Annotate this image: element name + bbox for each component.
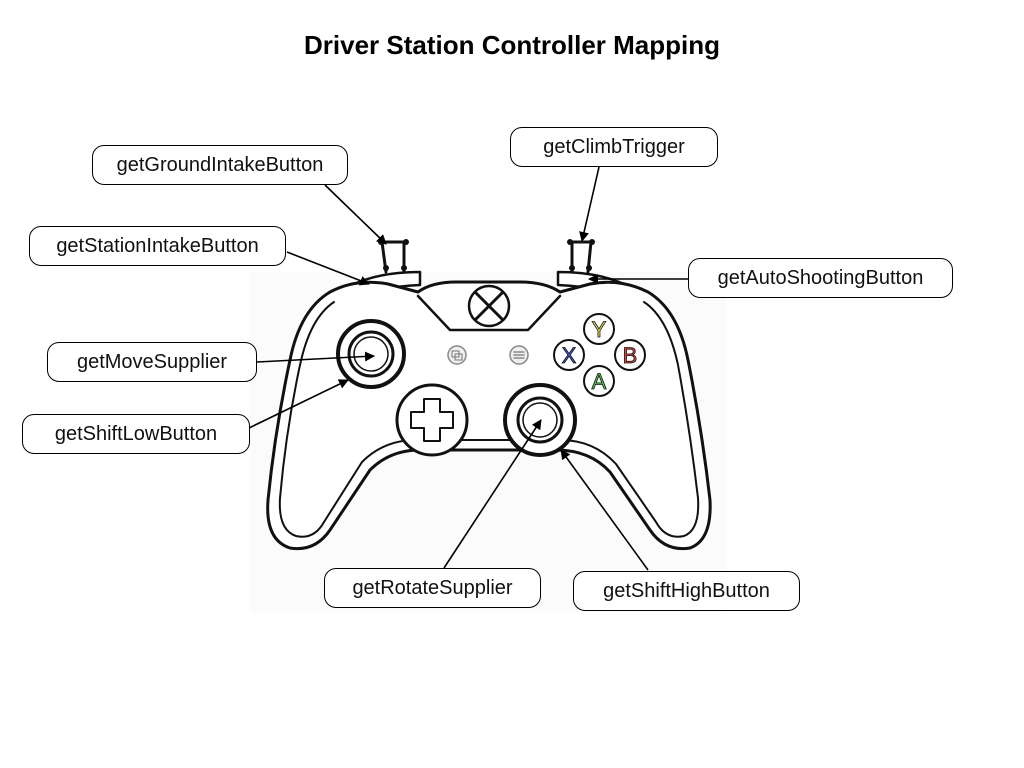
- arrow-climb-trigger: [579, 166, 600, 242]
- label-auto-shooting: getAutoShootingButton: [688, 258, 953, 298]
- face-buttons: Y X B A: [553, 313, 646, 397]
- d-pad: [395, 383, 469, 457]
- left-thumbstick: [336, 319, 406, 389]
- x-button: X: [553, 339, 585, 371]
- label-shift-low: getShiftLowButton: [22, 414, 250, 454]
- label-rotate-supplier: getRotateSupplier: [324, 568, 541, 608]
- arrow-shift-low: [248, 379, 349, 429]
- diagram-title: Driver Station Controller Mapping: [303, 30, 721, 60]
- x-button-letter: X: [562, 343, 577, 368]
- a-button: A: [583, 365, 615, 397]
- y-button: Y: [583, 313, 615, 345]
- menu-button: [509, 345, 529, 365]
- arrow-shift-high: [560, 449, 649, 571]
- right-thumbstick: [503, 383, 577, 457]
- arrow-ground-intake: [324, 184, 387, 245]
- b-button-letter: B: [623, 343, 638, 368]
- guide-button: [467, 284, 511, 328]
- label-shift-high: getShiftHighButton: [573, 571, 800, 611]
- label-move-supplier: getMoveSupplier: [47, 342, 257, 382]
- y-button-letter: Y: [592, 317, 607, 342]
- label-ground-intake: getGroundIntakeButton: [92, 145, 348, 185]
- callout-arrows: [248, 166, 689, 571]
- b-button: B: [614, 339, 646, 371]
- arrow-station-intake: [286, 251, 370, 286]
- a-button-letter: A: [592, 369, 607, 394]
- arrow-move-supplier: [256, 351, 375, 363]
- arrow-rotate-supplier: [443, 419, 542, 569]
- label-station-intake: getStationIntakeButton: [29, 226, 286, 266]
- label-climb-trigger: getClimbTrigger: [510, 127, 718, 167]
- view-button: [447, 345, 467, 365]
